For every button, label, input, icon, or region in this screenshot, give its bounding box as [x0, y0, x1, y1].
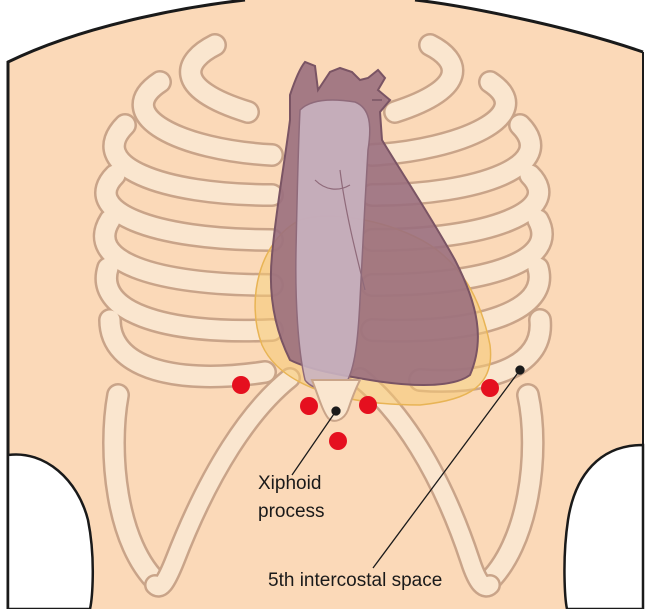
intercostal-pointer-dot: [516, 366, 524, 374]
electrode-5: [481, 379, 499, 397]
electrode-3: [359, 396, 377, 414]
xiphoid-pointer-dot: [332, 407, 340, 415]
xiphoid-label-line2: process: [258, 501, 325, 522]
electrode-4: [329, 432, 347, 450]
electrode-2: [300, 397, 318, 415]
xiphoid-label-line1: Xiphoid: [258, 473, 321, 494]
electrode-1: [232, 376, 250, 394]
intercostal-label: 5th intercostal space: [268, 570, 442, 591]
